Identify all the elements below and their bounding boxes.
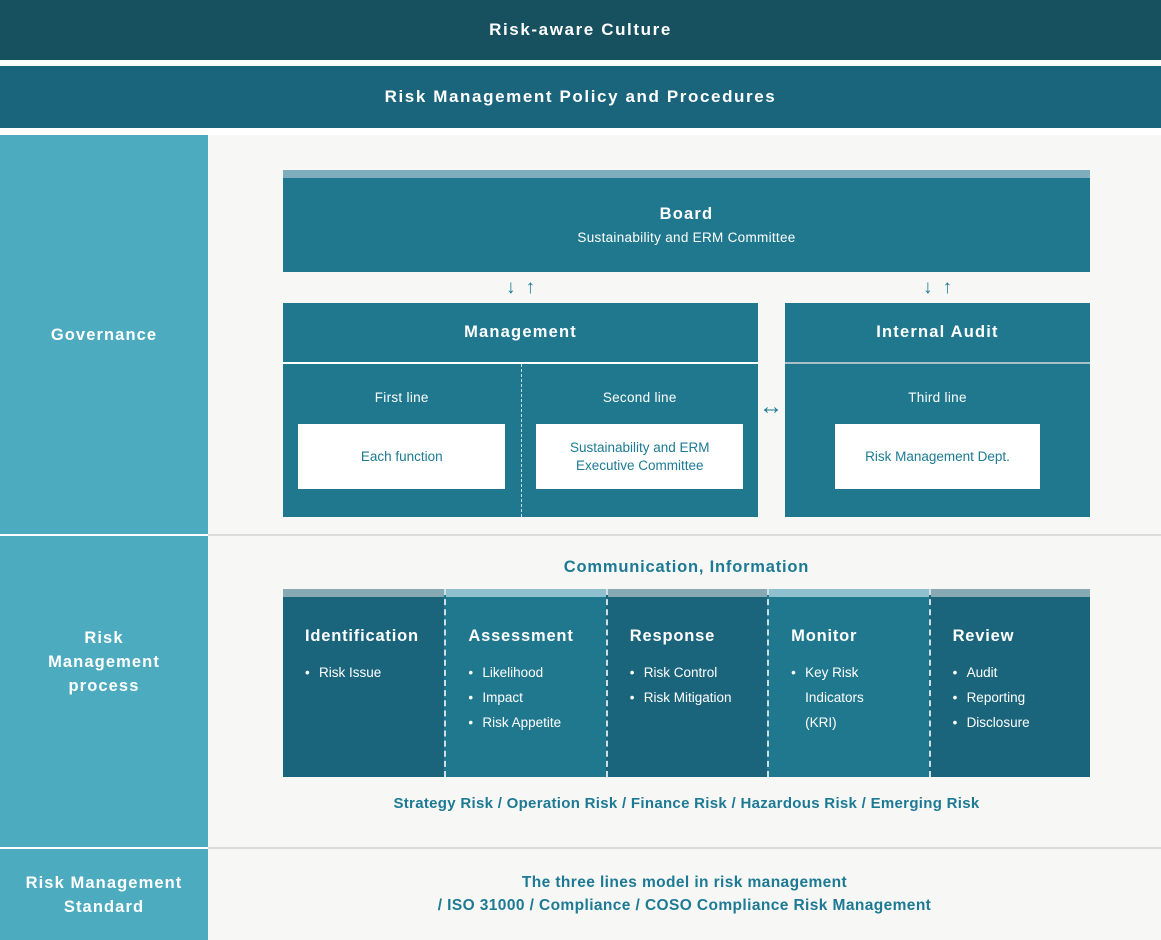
column-title: Review [952, 627, 1015, 645]
arrow-left-right-icon: ↔ [759, 393, 783, 420]
process-columns: Identification • Risk Issue Assessment • [283, 589, 1090, 777]
bullet-icon: • [468, 665, 474, 680]
risk-policy-label: Risk Management Policy and Procedures [384, 87, 777, 106]
column-assessment: Assessment • Likelihood • Impact • Risk [444, 589, 606, 777]
arrow-up-icon: ↑ [942, 276, 953, 298]
risk-management-dept-box: Risk Management Dept. [835, 424, 1040, 489]
sidebar-item-risk-management-process: Risk Management process [0, 536, 208, 849]
management-box: Management First line Each function Seco… [283, 303, 758, 517]
bullet-icon: • [791, 665, 796, 680]
list-item: • Reporting [953, 685, 1082, 710]
bullet-icon: • [629, 690, 635, 705]
column-top-strip [769, 589, 929, 597]
standard-line-2: / ISO 31000 / Compliance / COSO Complian… [437, 896, 932, 914]
column-monitor: Monitor • Key Risk Indicators (KRI) [767, 589, 929, 777]
column-top-strip [607, 589, 768, 597]
risk-management-standard-section: The three lines model in risk management… [208, 849, 1161, 940]
bullet-icon: • [305, 665, 310, 680]
column-identification: Identification • Risk Issue [283, 589, 445, 777]
risk-types-label: Strategy Risk / Operation Risk / Finance… [393, 795, 980, 812]
diagram-body: Governance Risk Management process Risk … [0, 135, 1161, 940]
list-item: • Likelihood [468, 660, 597, 685]
bullet-icon: • [468, 715, 474, 730]
board-audit-arrows: ↓ ↑ [785, 272, 1090, 303]
content-area: Board Sustainability and ERM Committee ↓… [208, 135, 1161, 940]
standard-line-1: The three lines model in risk management [521, 874, 848, 891]
board-connector-arrows: ↓ ↑ ↓ ↑ [283, 272, 1090, 303]
erm-executive-committee-box: Sustainability and ERM Executive Committ… [536, 424, 744, 489]
sidebar-item-risk-management-standard: Risk Management Standard [0, 849, 208, 940]
management-title: Management [283, 303, 758, 364]
bullet-icon: • [952, 690, 958, 705]
list-item: • Key Risk Indicators (KRI) [791, 660, 920, 735]
governance-label: Governance [50, 325, 158, 344]
column-title: Response [629, 627, 716, 645]
list-item: • Audit [953, 660, 1082, 685]
column-top-strip [283, 589, 445, 597]
board-box: Board Sustainability and ERM Committee [283, 170, 1090, 272]
internal-audit-box: Internal Audit Third line Risk Managemen… [785, 303, 1090, 517]
board-top-strip [283, 170, 1090, 178]
second-line-label: Second line [602, 390, 677, 405]
column-review: Review • Audit • Reporting • Disclosure [928, 589, 1090, 777]
process-label-line: Risk [84, 628, 124, 647]
risk-policy-bar: Risk Management Policy and Procedures [0, 66, 1161, 128]
standard-label-line: Standard [63, 897, 145, 916]
process-label-line: Management [48, 652, 160, 671]
risk-management-process-section: Communication, Information Identificatio… [208, 536, 1161, 849]
sidebar-item-governance: Governance [0, 135, 208, 536]
risk-aware-culture-label: Risk-aware Culture [489, 20, 672, 39]
communication-information-label: Communication, Information [563, 558, 810, 576]
third-line-label: Third line [908, 390, 967, 405]
arrow-up-icon: ↑ [525, 276, 536, 298]
process-label-line: process [68, 676, 140, 695]
list-item: • Risk Appetite [468, 710, 597, 735]
column-top-strip [446, 589, 606, 597]
list-item: • Impact [468, 685, 597, 710]
bullet-icon: • [468, 690, 474, 705]
column-response: Response • Risk Control • Risk Mitigatio… [605, 589, 768, 777]
arrow-down-icon: ↓ [923, 276, 933, 298]
third-line-cell: Third line Risk Management Dept. [785, 364, 1090, 517]
board-management-arrows: ↓ ↑ [283, 272, 758, 303]
second-line-cell: Second line Sustainability and ERM Execu… [520, 364, 759, 517]
sidebar: Governance Risk Management process Risk … [0, 135, 208, 940]
list-item: • Disclosure [953, 710, 1082, 735]
board-title: Board [659, 205, 714, 223]
column-top-strip [930, 589, 1090, 597]
governance-section: Board Sustainability and ERM Committee ↓… [208, 135, 1161, 536]
internal-audit-title: Internal Audit [785, 303, 1090, 364]
bullet-icon: • [952, 665, 958, 680]
arrow-down-icon: ↓ [506, 276, 516, 298]
standard-label-line: Risk Management [25, 873, 183, 892]
first-line-cell: First line Each function [283, 364, 521, 517]
column-title: Monitor [791, 627, 858, 645]
bullet-icon: • [952, 715, 958, 730]
column-title: Identification [305, 627, 419, 645]
each-function-box: Each function [298, 424, 506, 489]
column-title: Assessment [468, 627, 574, 645]
list-item: • Risk Control [630, 660, 759, 685]
bullet-icon: • [629, 665, 635, 680]
first-line-label: First line [374, 390, 429, 405]
board-subtitle: Sustainability and ERM Committee [577, 230, 796, 245]
list-item: • Risk Mitigation [630, 685, 759, 710]
risk-aware-culture-bar: Risk-aware Culture [0, 0, 1161, 60]
list-item: • Risk Issue [305, 660, 436, 685]
